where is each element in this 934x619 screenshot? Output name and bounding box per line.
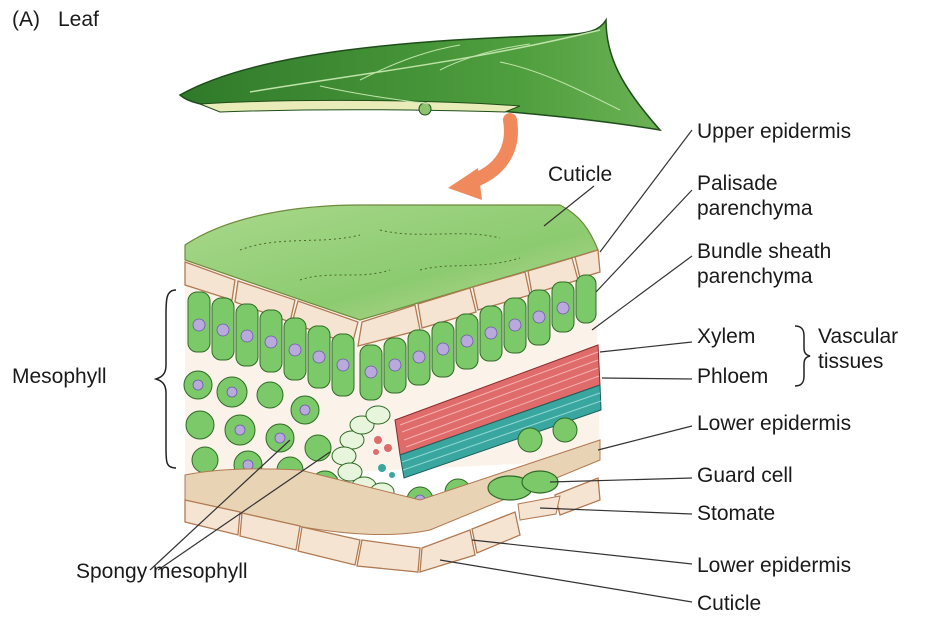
- label-upper-epidermis: Upper epidermis: [697, 120, 851, 143]
- guard-cells: [488, 471, 560, 520]
- label-cuticle-top: Cuticle: [548, 163, 612, 186]
- vascular-brace: [795, 326, 810, 386]
- figure-title: Leaf: [58, 8, 99, 31]
- label-cuticle-bottom: Cuticle: [697, 592, 761, 615]
- label-palisade-line1: Palisade: [697, 172, 778, 195]
- label-palisade-line2: parenchyma: [697, 197, 813, 220]
- label-phloem: Phloem: [697, 365, 768, 388]
- label-mesophyll: Mesophyll: [12, 365, 107, 388]
- label-vascular-line1: Vascular: [818, 325, 898, 348]
- zoom-arrow: [448, 120, 511, 200]
- label-lower-epidermis-2: Lower epidermis: [697, 554, 851, 577]
- label-guard-cell: Guard cell: [697, 464, 793, 487]
- whole-leaf: [180, 20, 660, 130]
- leaf-cross-section: [184, 205, 601, 572]
- label-xylem: Xylem: [697, 325, 755, 348]
- label-bundle-sheath-line1: Bundle sheath: [697, 240, 831, 263]
- label-spongy-mesophyll: Spongy mesophyll: [76, 560, 248, 583]
- mesophyll-brace: [156, 290, 176, 468]
- label-lower-epidermis-1: Lower epidermis: [697, 412, 851, 435]
- label-stomate: Stomate: [697, 502, 775, 525]
- label-bundle-sheath-line2: parenchyma: [697, 265, 813, 288]
- label-vascular-line2: tissues: [818, 350, 883, 373]
- panel-letter: (A): [12, 8, 40, 31]
